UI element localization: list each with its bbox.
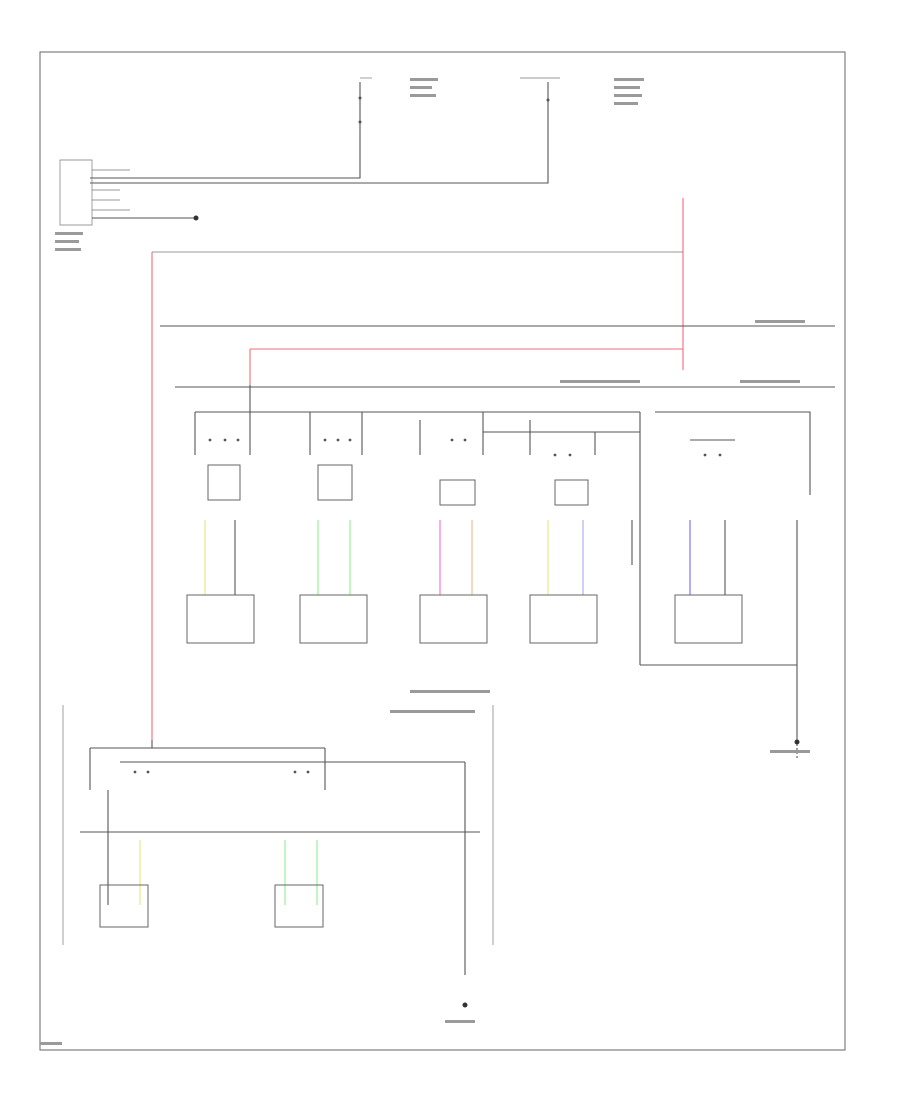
passenger-motor-box-1 — [99, 884, 149, 928]
motor-box-4 — [529, 594, 598, 644]
diagram-border — [39, 51, 846, 1051]
ground-symbol-right — [794, 739, 800, 745]
power-wires — [151, 198, 684, 740]
connector-block-top-left — [59, 159, 199, 226]
motor-box-2 — [299, 594, 368, 644]
switch-group-1 — [186, 385, 255, 644]
switch-group-5 — [631, 439, 743, 644]
top-fuse-block-right — [90, 77, 560, 184]
switch-group-4 — [483, 420, 640, 644]
switch-group-2 — [299, 412, 368, 644]
motor-box-3 — [419, 594, 488, 644]
motor-box-5 — [674, 594, 743, 644]
ground-symbol-top — [193, 215, 199, 221]
passenger-motor-box-2 — [274, 884, 324, 928]
bus-lines — [160, 325, 835, 666]
passenger-section — [62, 705, 494, 1008]
right-ground-drop — [794, 520, 800, 760]
motor-box-1 — [186, 594, 255, 644]
small-label-marks — [40, 78, 810, 1045]
ground-symbol-bottom — [462, 1002, 468, 1008]
switch-group-3 — [419, 412, 488, 644]
top-fuse-block-left — [90, 77, 372, 179]
